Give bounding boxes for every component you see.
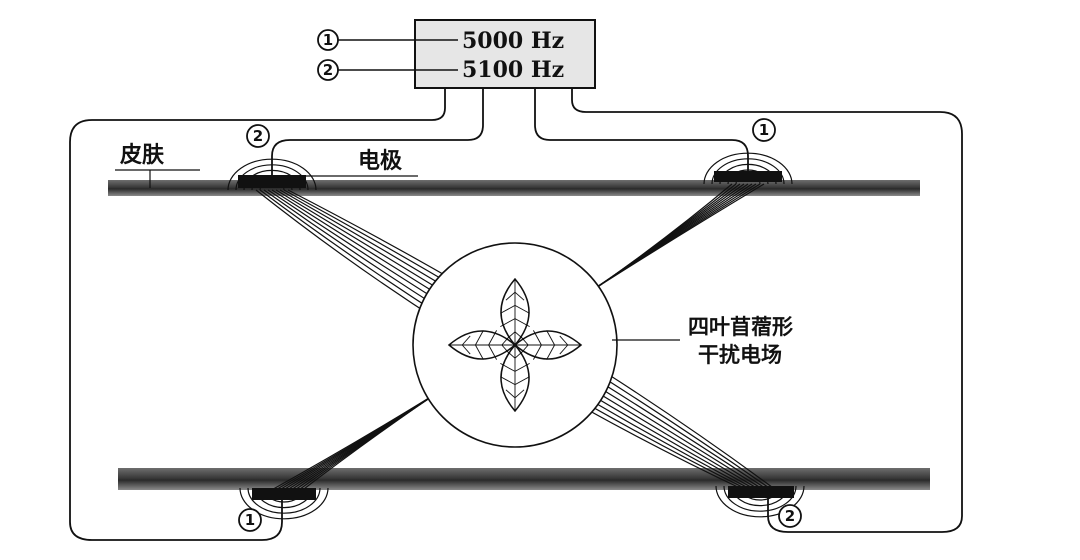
- channel-2-marker-text: 2: [323, 61, 333, 79]
- electrode-arc-top-left: [227, 158, 317, 191]
- skin-label: 皮肤: [120, 142, 165, 168]
- wire-outer-left: [69, 88, 446, 541]
- marker-top-left: 2: [253, 127, 263, 145]
- wires: [69, 88, 963, 541]
- frequency-2: 5100 Hz: [462, 57, 564, 83]
- petal-left-vein: [501, 335, 511, 346]
- field-label-line2: 干扰电场: [698, 343, 782, 367]
- petal-right-vein: [533, 344, 542, 360]
- electrode-bottom-right: [728, 486, 794, 498]
- wire-outer-right: [571, 88, 963, 533]
- skin-bottom: [118, 468, 930, 490]
- electrode-top-left: [238, 175, 306, 188]
- petal-left-vein: [475, 330, 484, 346]
- petal-left-vein: [501, 344, 511, 355]
- petal-top-vein: [500, 305, 516, 314]
- petal-bottom-vein: [505, 389, 516, 399]
- electrode-arc-bottom-left: [239, 487, 329, 520]
- petal-bottom-vein: [514, 389, 525, 399]
- clover-field: [412, 242, 618, 448]
- petal-bottom-vein: [500, 376, 516, 385]
- petal-top-vein: [514, 318, 530, 327]
- generator-box: [414, 19, 596, 89]
- marker-bottom-right: 2: [785, 507, 795, 525]
- petal-bottom-vein: [514, 376, 530, 385]
- marker-bottom-left: 1: [245, 511, 255, 529]
- electrode-bottom-left: [252, 488, 316, 500]
- petal-right-vein: [546, 330, 555, 346]
- petal-top-vein: [514, 291, 525, 301]
- channel-1-marker-text: 1: [323, 31, 333, 49]
- electrode-arc-top-right: [703, 152, 793, 185]
- frequency-1: 5000 Hz: [462, 28, 564, 54]
- electrodes: [238, 171, 794, 500]
- petal-left-vein: [461, 335, 471, 346]
- petal-left-vein: [461, 344, 471, 355]
- wire-inner-left: [271, 88, 484, 180]
- petal-bottom-vein: [514, 363, 530, 372]
- frequency-legend: 1 5000 Hz 2 5100 Hz: [317, 28, 564, 83]
- petal-left-vein: [488, 330, 497, 346]
- petal-left-vein: [488, 344, 497, 360]
- electrode-label: 电极: [358, 149, 403, 174]
- field-label-line1: 四叶苜蓿形: [688, 315, 793, 339]
- electrode-top-right: [714, 171, 782, 182]
- petal-right-vein: [533, 330, 542, 346]
- petal-bottom-vein: [500, 363, 516, 372]
- petal-top-vein: [505, 291, 516, 301]
- petal-right-vein: [519, 344, 529, 355]
- petal-top-vein: [500, 318, 516, 327]
- electrode-arc-bottom-left: [247, 487, 321, 514]
- wire-inner-right: [534, 88, 749, 174]
- petal-right-vein: [559, 344, 569, 355]
- petal-left-vein: [475, 344, 484, 360]
- petal-right-vein: [559, 335, 569, 346]
- skin-top: [108, 180, 920, 196]
- petal-right-vein: [519, 335, 529, 346]
- marker-top-right: 1: [759, 121, 769, 139]
- electrode-markers: 2 1 1 2: [238, 118, 802, 532]
- petal-right-vein: [546, 344, 555, 360]
- labels: 皮肤 电极 四叶苜蓿形 干扰电场: [115, 142, 793, 367]
- electrode-arc-bottom-right: [715, 485, 805, 518]
- petal-top-vein: [514, 305, 530, 314]
